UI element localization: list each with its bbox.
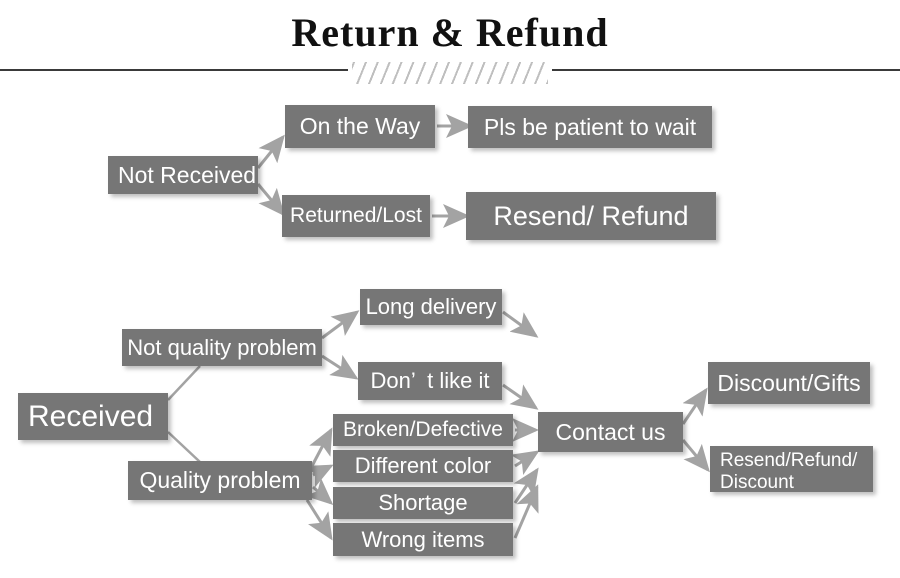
node-contact-us[interactable]: Contact us <box>538 412 683 452</box>
connector-received-to-not-quality-problem <box>167 365 201 401</box>
header-divider <box>0 62 900 84</box>
arrow-not-received-to-on-the-way <box>256 134 285 169</box>
arrow-not-quality-to-long-delivery <box>321 310 360 340</box>
node-broken-defective[interactable]: Broken/Defective <box>333 414 513 446</box>
node-received[interactable]: Received <box>18 393 168 440</box>
node-pls-be-patient-to-wait[interactable]: Pls be patient to wait <box>468 106 712 148</box>
node-on-the-way[interactable]: On the Way <box>285 105 435 148</box>
arrow-quality-to-wrong-items <box>305 499 333 541</box>
divider-left-rule-icon <box>0 69 348 71</box>
node-shortage[interactable]: Shortage <box>333 487 513 519</box>
arrow-contact-us-to-resend-refund-discount <box>681 439 710 473</box>
node-discount-gifts[interactable]: Discount/Gifts <box>708 362 870 404</box>
arrow-not-received-to-returned-lost <box>256 183 285 217</box>
arrow-dont-like-it-to-contact-us <box>502 383 539 410</box>
arrow-not-quality-to-dont-like-it <box>321 354 359 380</box>
arrow-different-color-to-contact-us <box>510 450 540 476</box>
divider-right-rule-icon <box>552 69 900 71</box>
node-dont-like-it[interactable]: Don’ t like it <box>358 362 502 400</box>
node-not-quality-problem[interactable]: Not quality problem <box>122 329 322 366</box>
node-quality-problem[interactable]: Quality problem <box>128 461 312 500</box>
arrow-quality-to-different-color <box>304 464 334 488</box>
node-long-delivery[interactable]: Long delivery <box>360 289 502 325</box>
arrow-quality-to-broken-defective <box>309 427 333 467</box>
node-resend-refund-discount[interactable]: Resend/Refund/ Discount <box>710 446 873 493</box>
node-returned-lost[interactable]: Returned/Lost <box>282 195 430 237</box>
arrow-wrong-items-to-contact-us <box>513 484 539 539</box>
node-different-color[interactable]: Different color <box>333 450 513 482</box>
arrow-long-delivery-to-contact-us <box>502 310 539 338</box>
arrow-contact-us-to-discount-gifts <box>681 387 708 425</box>
page-title: Return & Refund <box>291 10 609 55</box>
node-not-received[interactable]: Not Received <box>108 156 258 194</box>
arrow-quality-to-shortage <box>305 478 334 505</box>
diagonal-hatch-ornament-icon <box>352 62 548 84</box>
arrow-shortage-to-contact-us <box>513 467 539 504</box>
connector-received-to-quality-problem <box>167 431 201 463</box>
node-resend-refund[interactable]: Resend/ Refund <box>466 192 716 240</box>
node-wrong-items[interactable]: Wrong items <box>333 523 513 556</box>
